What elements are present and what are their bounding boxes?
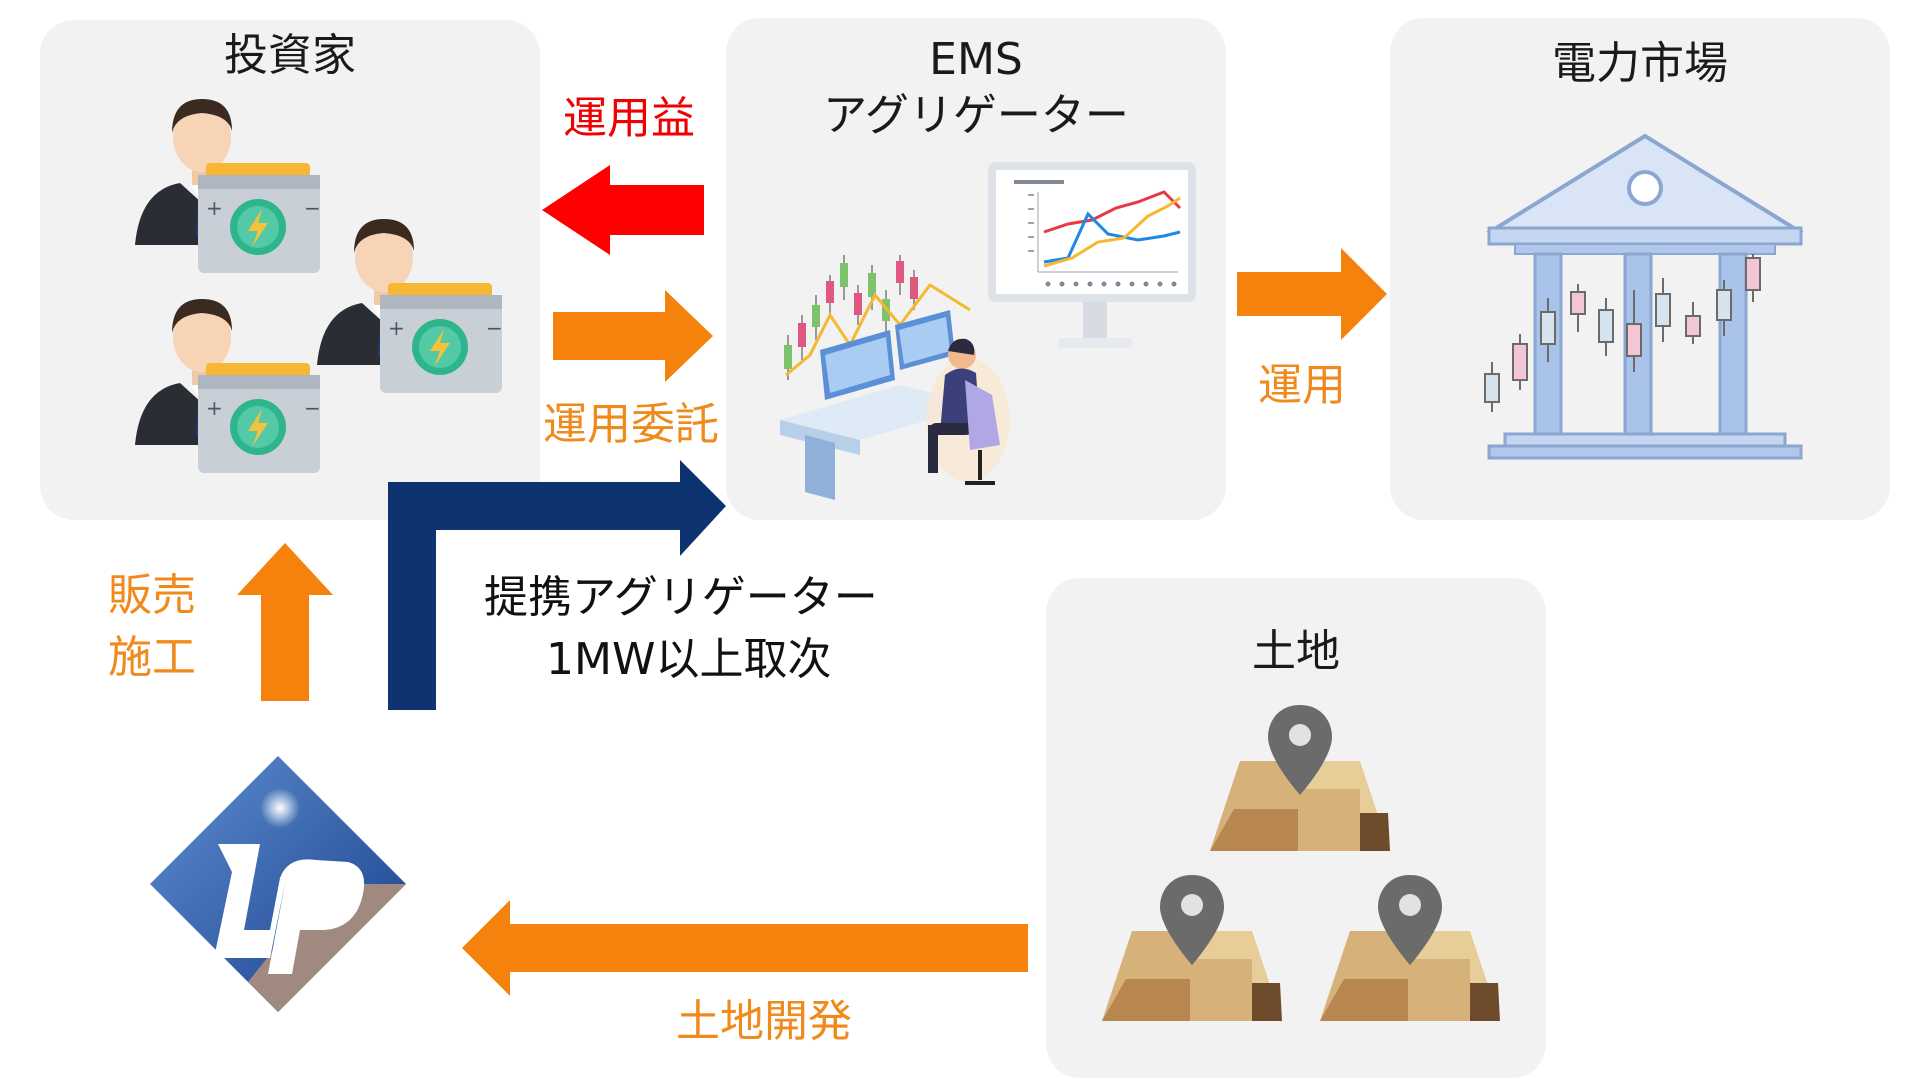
operate-label: 運用 [1258, 360, 1346, 411]
investors-title: 投資家 [224, 30, 356, 81]
partner-label-line1: 提携アグリゲーター [484, 572, 878, 623]
land-title: 土地 [1252, 626, 1340, 677]
sales-label-line1: 販売 [108, 570, 196, 621]
operate-arrow-icon [1237, 248, 1387, 340]
sales-label-line2: 施工 [108, 632, 196, 683]
investor-battery-icon: + − [135, 99, 321, 273]
profit-label: 運用益 [563, 93, 695, 144]
candlestick-icon [1484, 254, 1761, 412]
consign-label: 運用委託 [543, 399, 719, 450]
investor-battery-icon: + − [135, 299, 321, 473]
trader-desk-icon [780, 255, 1010, 500]
investor-battery-icon: + − [317, 219, 503, 393]
svg-text:−: − [304, 396, 321, 420]
chart-monitor-icon [988, 162, 1196, 348]
land-pin-icon [1102, 875, 1282, 1021]
ems-title-line1: EMS [929, 34, 1023, 85]
land-pin-icon [1210, 705, 1390, 851]
partner-label-line2: 1MW以上取次 [546, 634, 832, 685]
svg-text:+: + [388, 316, 405, 340]
land-pin-icon [1320, 875, 1500, 1021]
svg-text:+: + [206, 396, 223, 420]
land-dev-arrow-icon [462, 900, 1028, 996]
partner-arrow-icon [388, 460, 726, 710]
bank-building-icon [1485, 133, 1805, 460]
sales-arrow-icon [237, 543, 333, 701]
ems-title-line2: アグリゲーター [823, 90, 1129, 141]
land-dev-label: 土地開発 [676, 996, 852, 1047]
company-logo-icon [150, 756, 406, 1012]
consign-arrow-icon [553, 290, 713, 382]
svg-text:−: − [486, 316, 503, 340]
profit-arrow-icon [542, 165, 704, 255]
svg-text:+: + [206, 196, 223, 220]
market-title: 電力市場 [1552, 38, 1728, 89]
svg-text:−: − [304, 196, 321, 220]
